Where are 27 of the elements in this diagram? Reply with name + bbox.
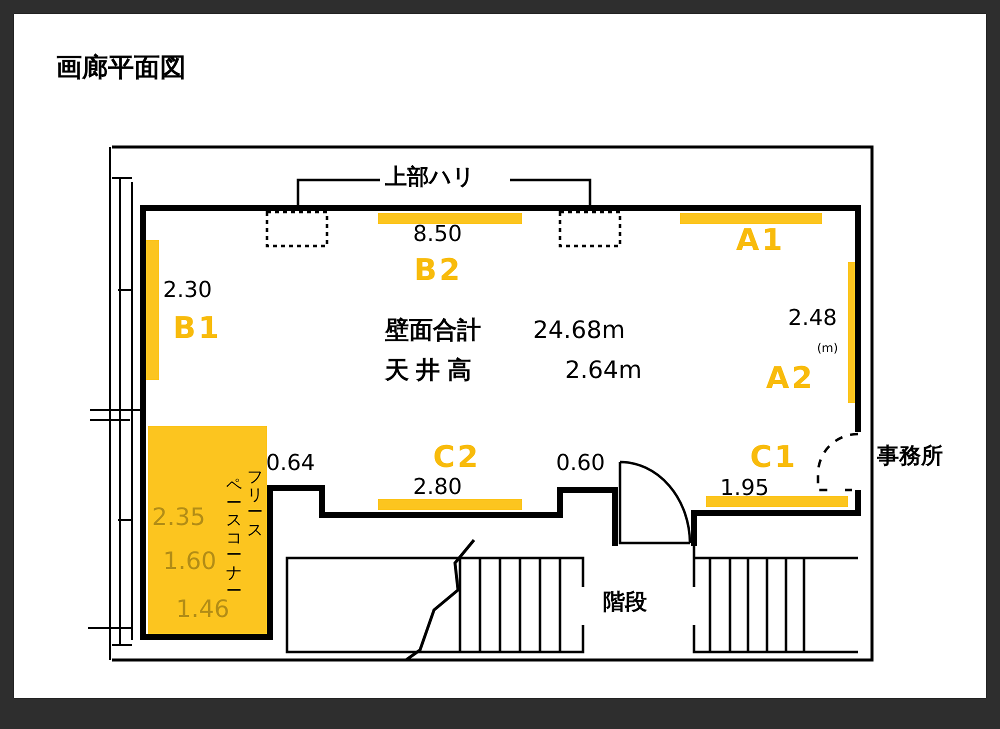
- wall-length: 8.50: [413, 224, 462, 246]
- wall-length: 1.46: [176, 597, 230, 621]
- wall-code: B1: [173, 314, 222, 344]
- total-value: 24.68m: [533, 318, 626, 342]
- wall-code: A1: [736, 226, 785, 256]
- room-label: 階段: [603, 592, 647, 614]
- wall-length: 2.35: [152, 505, 206, 529]
- wall-length: 0.60: [556, 453, 605, 475]
- ceiling-label: 天井高: [385, 358, 479, 382]
- wall-code: C2: [433, 443, 481, 473]
- wall-code: B2: [414, 256, 463, 286]
- area-label: ペースコーナー: [226, 476, 242, 600]
- wall-length: 2.48: [788, 308, 837, 330]
- ceiling-value: 2.64m: [565, 358, 642, 382]
- area-label: フリース: [247, 468, 263, 538]
- total-label: 壁面合計: [385, 318, 481, 342]
- beam-label: 上部ハリ: [385, 167, 475, 189]
- wall-length: 1.60: [163, 549, 216, 573]
- unit-label: (m): [817, 342, 838, 354]
- wall-length: 1.95: [720, 478, 769, 500]
- title: 画廊平面図: [56, 55, 186, 81]
- wall-code: C1: [750, 443, 798, 473]
- wall-length: 0.64: [266, 453, 315, 475]
- wall-length: 2.80: [413, 477, 462, 499]
- wall-length: 2.30: [163, 280, 212, 302]
- room-label: 事務所: [877, 446, 943, 468]
- wall-code: A2: [766, 364, 815, 394]
